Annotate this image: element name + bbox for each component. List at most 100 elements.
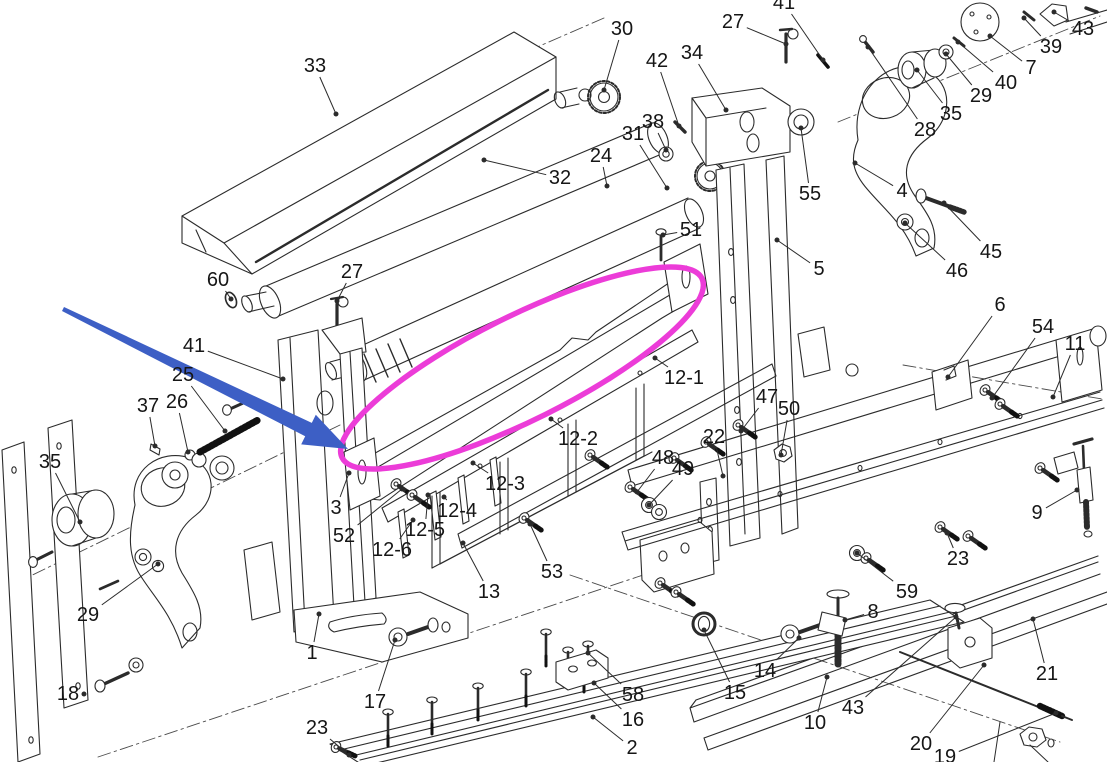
part-label-12-3: 12-3 [470,460,525,495]
part-label-40: 40 [955,39,1017,94]
svg-text:51: 51 [680,219,702,241]
svg-text:25: 25 [172,364,194,386]
part-label-25: 25 [172,364,228,434]
svg-text:53: 53 [541,561,563,583]
part-label-53: 53 [527,521,563,583]
part-label-29: 29 [943,51,992,107]
part-label-35: 35 [914,67,962,125]
part-label-51: 51 [660,219,702,241]
svg-text:13: 13 [478,581,500,603]
svg-text:43: 43 [842,697,864,719]
pointer-arrow [62,307,348,449]
svg-text:35: 35 [39,451,61,473]
svg-text:41: 41 [183,335,205,357]
svg-text:14: 14 [754,660,776,682]
part-label-3: 3 [330,470,352,519]
part-label-27: 27 [722,11,789,47]
top-cover [181,31,557,275]
svg-text:30: 30 [611,18,633,40]
part-label-1: 1 [306,611,322,664]
highlight-annotation [337,264,707,472]
part-label-38: 38 [642,111,669,153]
svg-text:48: 48 [652,447,674,469]
right-frame [639,87,859,593]
part-label-55: 55 [798,125,821,205]
part-label-12-6: 12-6 [372,517,416,561]
svg-text:26: 26 [166,391,188,413]
part-label-5: 5 [774,237,825,280]
upper-roller [224,80,669,319]
svg-text:54: 54 [1032,316,1054,338]
svg-text:58: 58 [622,684,644,706]
part-label-45: 45 [941,200,1002,263]
part-label-24: 24 [590,145,612,189]
bottom-mechanisms [691,437,1094,762]
part-label-59: 59 [854,550,918,603]
part-label-42: 42 [646,50,682,129]
svg-text:19: 19 [934,746,956,762]
svg-text:39: 39 [1040,36,1062,58]
part-label-6: 6 [945,294,1006,380]
svg-text:12-2: 12-2 [558,428,598,450]
svg-text:18: 18 [57,683,79,705]
svg-text:32: 32 [549,167,571,189]
highlight-ellipse [337,264,707,472]
part-label-13: 13 [460,540,500,603]
part-label-19: 19 [934,710,1059,762]
part-label-35: 35 [39,451,83,525]
svg-text:4: 4 [896,180,907,202]
svg-text:9: 9 [1031,502,1042,524]
svg-text:2: 2 [626,737,637,759]
part-label-48: 48 [634,447,674,495]
part-label-39: 39 [1021,15,1062,58]
svg-text:16: 16 [622,709,644,731]
svg-text:12-3: 12-3 [485,473,525,495]
svg-text:47: 47 [756,386,778,408]
part-label-43: 43 [1051,9,1094,40]
part-label-10: 10 [804,674,830,734]
svg-text:3: 3 [330,497,341,519]
svg-text:35: 35 [940,103,962,125]
svg-text:49: 49 [672,458,694,480]
svg-text:8: 8 [867,601,878,623]
part-label-20: 20 [910,662,987,755]
svg-text:15: 15 [724,682,746,704]
part-label-8: 8 [842,601,879,623]
svg-text:46: 46 [946,260,968,282]
part-label-30: 30 [601,18,633,93]
svg-text:20: 20 [910,733,932,755]
svg-text:55: 55 [799,183,821,205]
svg-text:50: 50 [778,398,800,420]
part-label-12-2: 12-2 [548,416,598,450]
part-label-33: 33 [304,55,339,117]
long-bars [329,325,1107,762]
blade-beam-assembly [343,243,709,569]
svg-text:28: 28 [914,119,936,141]
part-label-34: 34 [681,42,729,113]
svg-text:23: 23 [306,717,328,739]
part-label-41: 41 [183,335,286,382]
part-label-26: 26 [166,391,191,455]
part-label-15: 15 [701,627,746,704]
svg-text:21: 21 [1036,663,1058,685]
part-label-14: 14 [754,635,802,682]
svg-text:42: 42 [646,50,668,72]
left-side-parts [1,397,262,762]
svg-text:12-4: 12-4 [437,500,477,522]
part-label-16: 16 [591,680,644,731]
svg-text:1: 1 [306,642,317,664]
svg-text:17: 17 [364,691,386,713]
svg-text:10: 10 [804,712,826,734]
part-label-17: 17 [364,637,398,713]
svg-text:31: 31 [622,123,644,145]
left-frame [243,317,469,663]
svg-text:22: 22 [703,426,725,448]
svg-text:40: 40 [995,72,1017,94]
part-label-21: 21 [1030,616,1058,685]
part-label-12-4: 12-4 [437,494,477,522]
svg-text:7: 7 [1025,57,1036,79]
part-label-12-1: 12-1 [652,355,704,389]
